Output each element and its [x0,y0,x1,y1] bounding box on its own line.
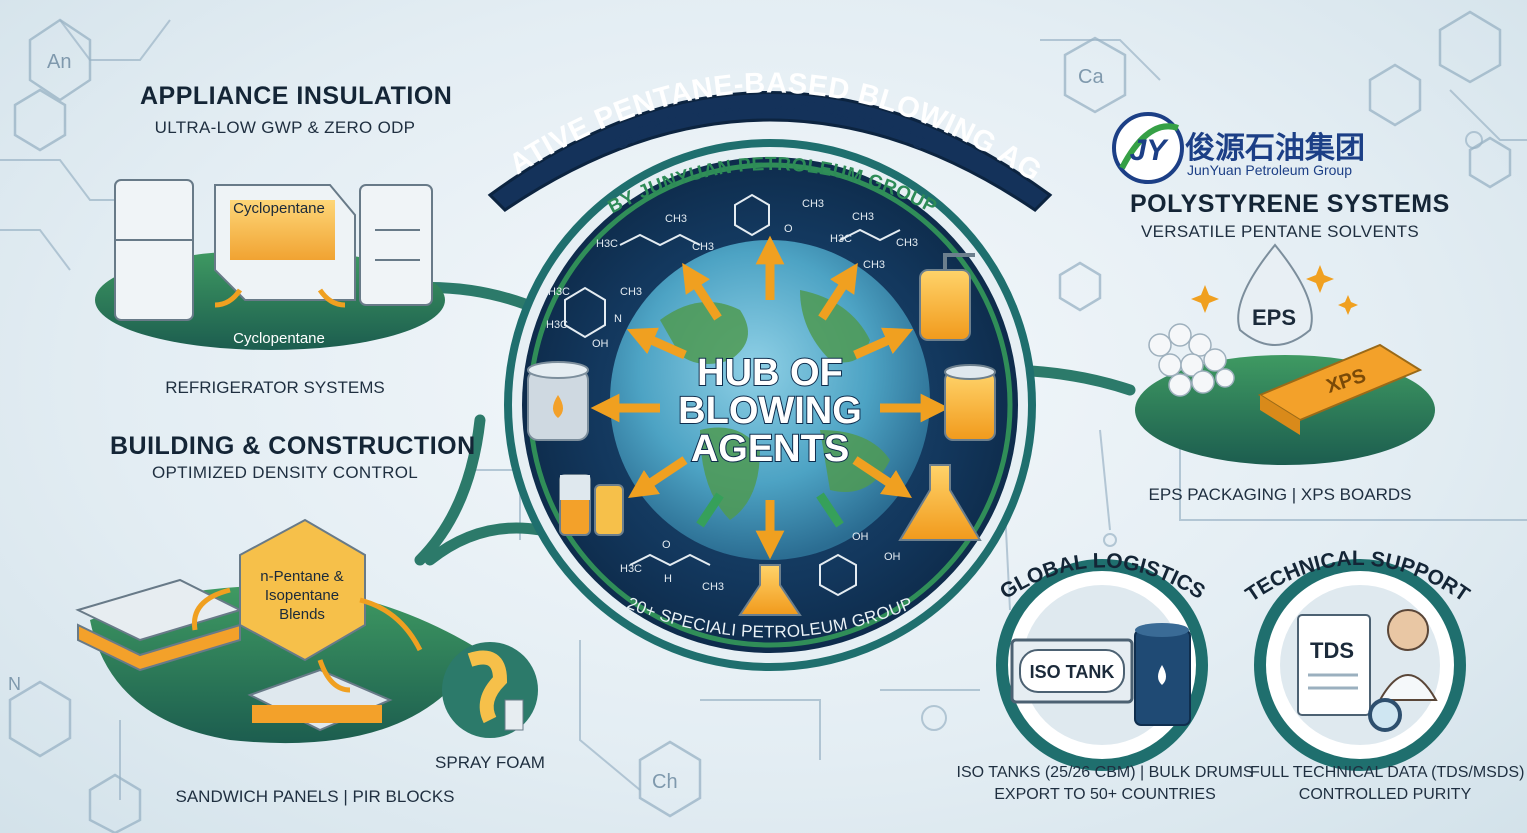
sandwich-panels-icon [247,668,393,732]
blend-label-line3: Blends [279,606,325,623]
mol-label-o-1: O [784,223,793,235]
logo-chinese-name: 俊源石油集团 [1185,131,1365,166]
mol-label-ch3-2: CH3 [692,241,714,253]
bg-label-ca: Ca [1078,66,1104,88]
appliance-label-bottom: Cyclopentane [233,330,325,347]
logistics-caption-line2: EXPORT TO 50+ COUNTRIES [994,786,1216,803]
support-caption-line2: CONTROLLED PURITY [1298,786,1472,803]
tds-doc-label: TDS [1310,638,1354,663]
flask-icon-bottom [738,564,802,616]
sparkle-icons [1191,265,1358,315]
mol-label-ch3-3: CH3 [802,198,824,210]
polystyrene-subtitle: VERSATILE PENTANE SOLVENTS [1141,222,1419,241]
iso-tank-icon [1010,638,1134,704]
xps-boards-icon [1257,343,1423,435]
blend-label-line1: n-Pentane & [260,568,343,585]
tank-icon-left [527,361,589,441]
spray-foam-icon [442,642,538,738]
polystyrene-illustration [1135,243,1435,465]
sandwich-panels-caption: SANDWICH PANELS | PIR BLOCKS [175,787,455,806]
hub-equipment-icons [527,253,996,616]
bg-label-an: An [47,51,71,73]
logo-mark-text: JY [1130,134,1170,167]
mol-label-oh-1: OH [592,338,609,350]
iso-tank-label: ISO TANK [1030,662,1115,682]
mol-label-oh-3: OH [884,551,901,563]
scientist-icon [1378,609,1438,701]
hub-title: HUB OF BLOWING AGENTS [677,351,863,471]
mol-label-h3c-3: H3C [548,286,570,298]
mol-label-oh-2: OH [852,531,869,543]
tank-icon-right [944,364,996,441]
cyclopentane-box [214,184,356,301]
appliance-title: APPLIANCE INSULATION [140,82,453,110]
polystyrene-caption: EPS PACKAGING | XPS BOARDS [1148,485,1412,504]
background-hexagons [8,10,1512,833]
mol-label-o-2: O [662,539,671,551]
hub-title-line3: AGENTS [691,428,849,470]
open-refrigerator-icon [359,184,433,306]
bg-label-ch: Ch [652,771,678,793]
logistics-illustration [996,559,1208,771]
mol-label-h3c-1: H3C [596,238,618,250]
mol-label-h3c-4: H3C [546,319,568,331]
bg-label-n: N [8,674,21,694]
support-caption-line1: FULL TECHNICAL DATA (TDS/MSDS) [1250,764,1525,781]
logistics-caption-line1: ISO TANKS (25/26 CBM) | BULK DRUMS [956,764,1254,781]
mol-label-ch3-5: CH3 [896,237,918,249]
spray-foam-caption: SPRAY FOAM [435,753,545,772]
polystyrene-title: POLYSTYRENE SYSTEMS [1130,190,1450,218]
mol-label-ch3-8: CH3 [702,581,724,593]
mol-label-h-1: H [664,573,672,585]
building-illustration [75,518,538,744]
mol-label-h3c-5: H3C [620,563,642,575]
building-title: BUILDING & CONSTRUCTION [110,432,476,460]
flask-icon-right [898,464,982,541]
blend-box [239,518,366,662]
eps-label: EPS [1252,305,1296,330]
document-icon [1297,614,1371,716]
mol-label-ch3-7: CH3 [620,286,642,298]
mol-label-n-1: N [614,313,622,325]
building-subtitle: OPTIMIZED DENSITY CONTROL [152,463,418,482]
support-illustration [1254,559,1466,771]
hub-arrows [590,235,950,560]
hub-molecule-labels: H3C CH3 CH3 O CH3 CH3 H3C CH3 CH3 H3C CH… [546,198,918,593]
logo-mark-icon [1112,112,1184,184]
tank-icon-top-right [919,253,975,341]
appliance-subtitle: ULTRA-LOW GWP & ZERO ODP [154,118,416,137]
appliance-illustration [95,179,445,350]
bottles-icon [559,474,624,536]
mol-label-ch3-4: CH3 [852,211,874,223]
hub-molecules [564,193,901,597]
appliance-label-top: Cyclopentane [233,200,325,217]
magnifier-icon [1368,698,1402,732]
hub-title-line1: HUB OF [697,352,843,394]
company-logo: JY [1112,112,1184,184]
eps-beads-icon [1148,323,1235,397]
appliance-caption: REFRIGERATOR SYSTEMS [165,378,385,397]
bulk-drum-icon [1134,623,1191,726]
hub-title-line2: BLOWING [678,390,862,432]
logo-english-name: JunYuan Petroleum Group [1187,162,1352,178]
mol-label-h3c-2: H3C [830,233,852,245]
eps-drop-icon [1237,243,1313,346]
central-hub [504,139,1036,671]
blend-label-line2: Isopentane [265,587,339,604]
mol-label-ch3-6: CH3 [863,259,885,271]
refrigerator-icon [114,179,194,321]
mol-label-ch3-1: CH3 [665,213,687,225]
hub-arrows-green [696,492,844,528]
